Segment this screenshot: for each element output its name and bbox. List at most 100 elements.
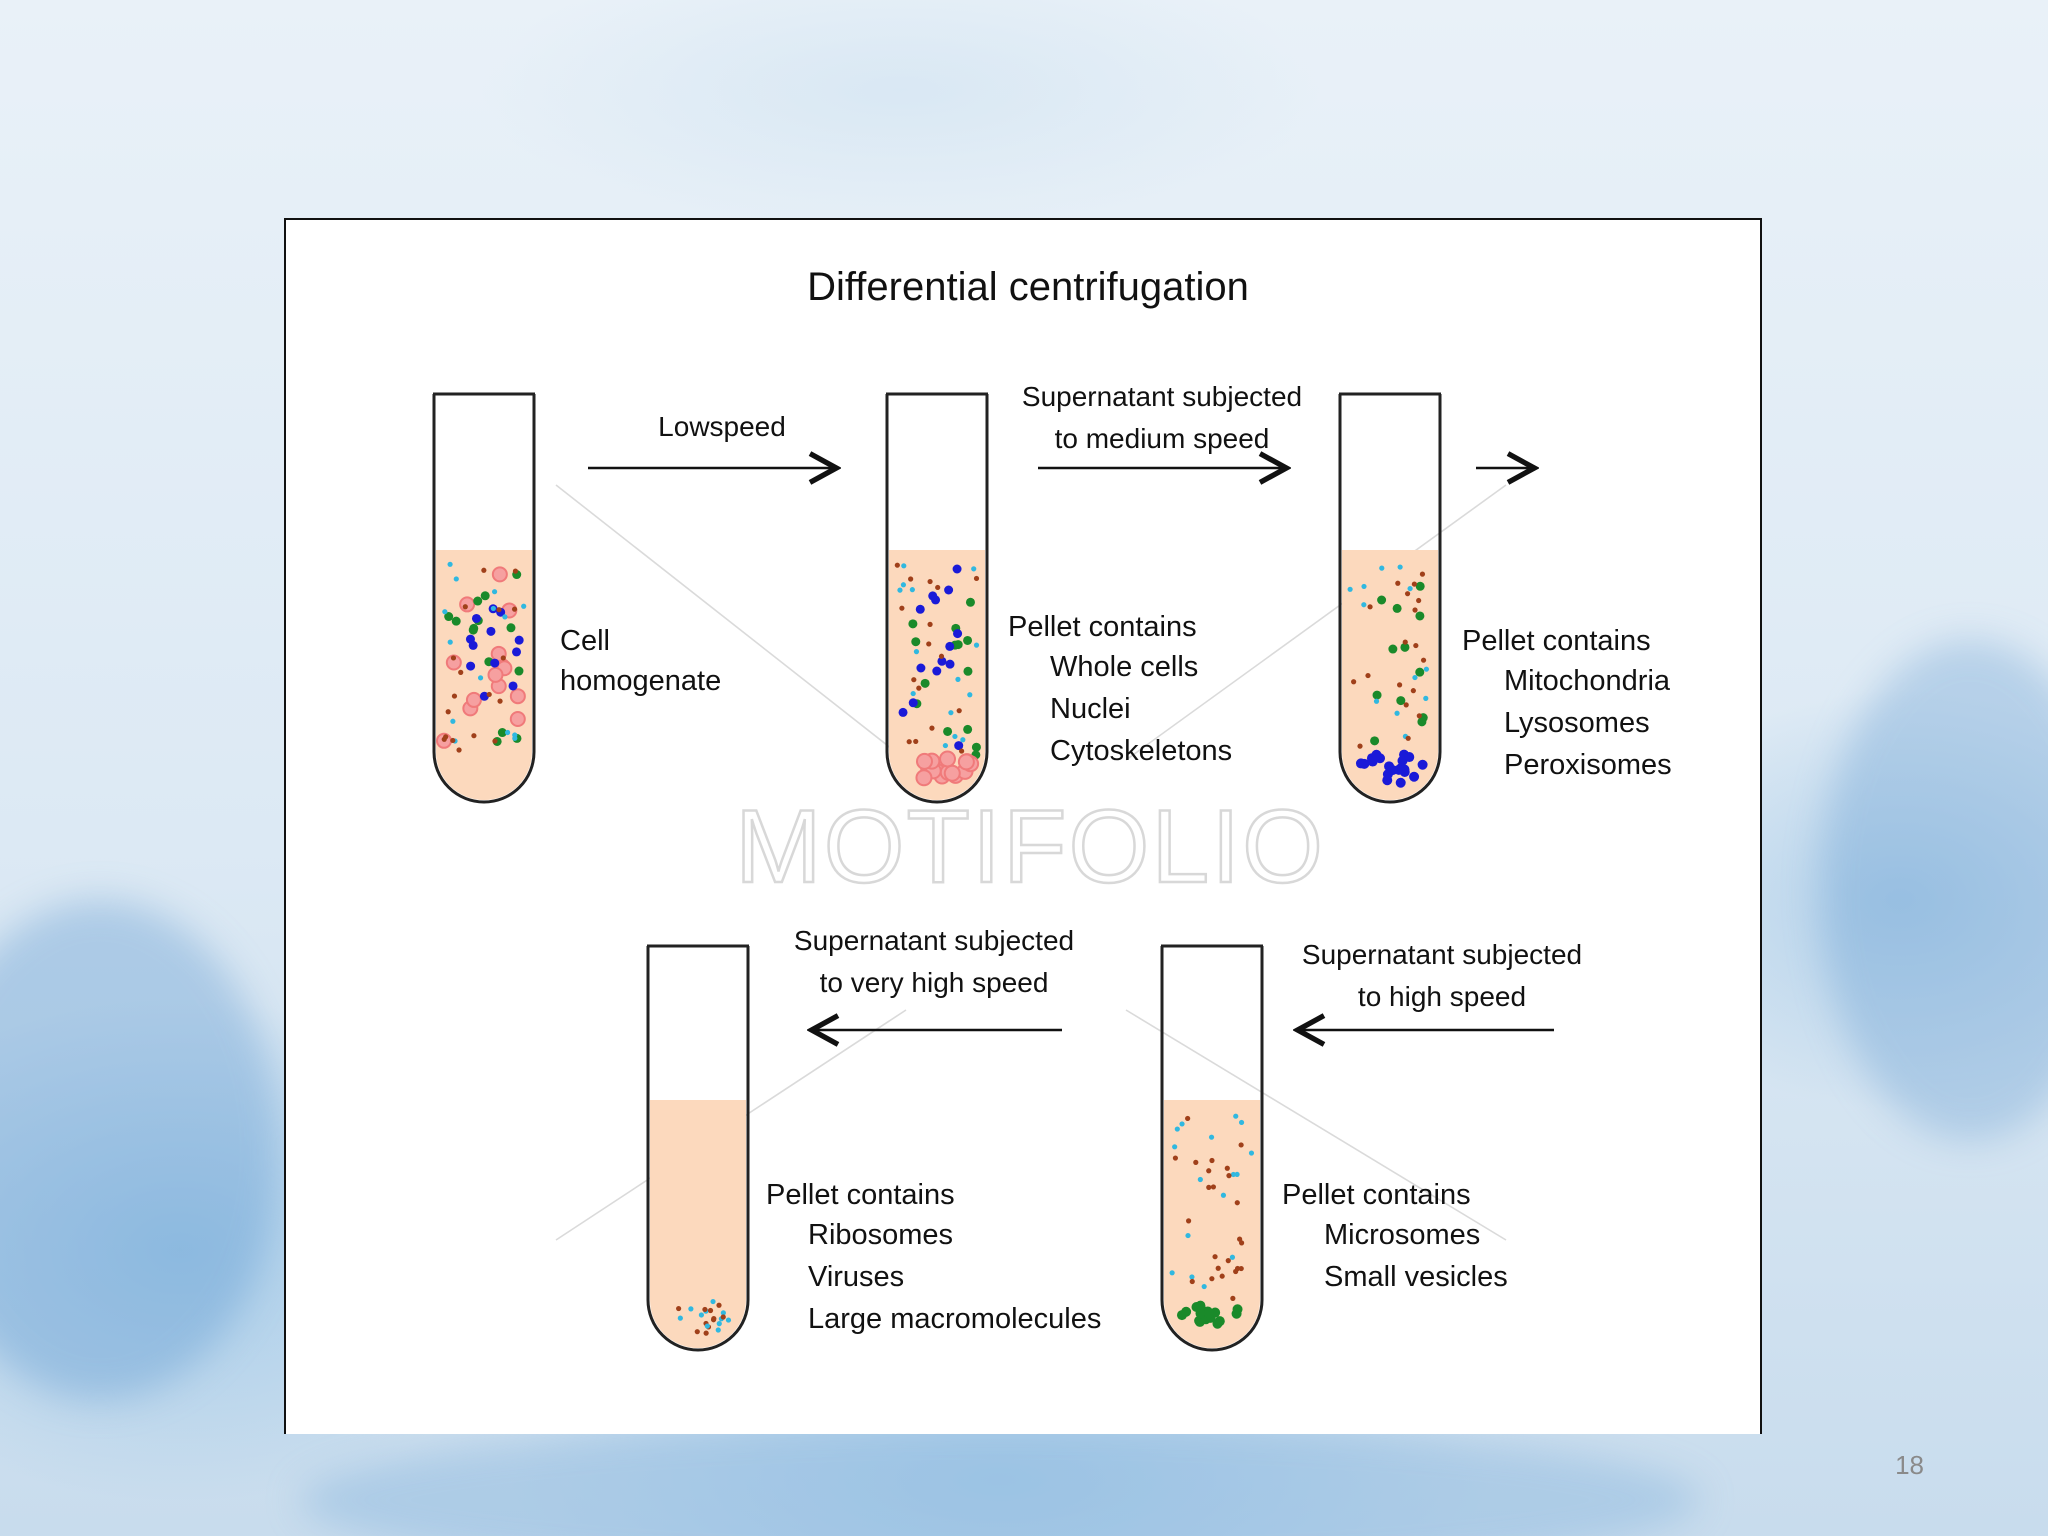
pellet-item: Microsomes — [1324, 1219, 1480, 1251]
green-particle — [1415, 667, 1425, 677]
brown-particle — [443, 734, 449, 740]
brown-particle — [1395, 580, 1401, 586]
brown-particle — [1357, 743, 1363, 749]
pellet-particle — [710, 1298, 716, 1305]
pellet-item: Peroxisomes — [1504, 749, 1672, 781]
centrifugation-diagram: MOTIFOLIO Differential centrifugation Lo… — [432, 265, 1672, 1352]
watermark: MOTIFOLIO — [735, 789, 1325, 905]
brown-particle — [1411, 581, 1417, 587]
brown-particle — [1238, 1142, 1244, 1148]
brown-particle — [1215, 1265, 1221, 1271]
pellet-particle — [704, 1323, 710, 1329]
cyan-particle — [1412, 674, 1418, 681]
brown-particle — [1224, 1165, 1230, 1171]
green-particle — [468, 625, 478, 635]
cyan-particle — [1230, 1171, 1237, 1178]
brown-particle — [1413, 642, 1419, 649]
green-particle — [497, 728, 507, 738]
pellet-item: Ribosomes — [808, 1219, 953, 1251]
test-tube — [646, 944, 750, 1352]
label-cell-homogenate: Cell homogenate — [560, 625, 721, 697]
nucleus-particle — [491, 566, 508, 583]
blue-particle — [945, 641, 955, 651]
brown-particle — [1219, 1273, 1225, 1279]
brown-particle — [1238, 1265, 1244, 1272]
green-particle — [506, 623, 516, 633]
cyan-particle — [477, 675, 484, 681]
brown-particle — [1397, 682, 1403, 688]
blue-particle — [953, 629, 963, 639]
green-particle — [963, 724, 973, 734]
brown-particle — [908, 576, 914, 582]
brown-particle — [458, 669, 464, 675]
pellet-particle — [716, 1321, 722, 1327]
pellet-particle — [1212, 1318, 1223, 1329]
cyan-particle — [1169, 1270, 1175, 1276]
cyan-particle — [942, 742, 949, 749]
pellet-item: Large macromolecules — [808, 1303, 1101, 1335]
green-particle — [1377, 595, 1387, 605]
green-particle — [1415, 611, 1425, 621]
cyan-particle — [913, 649, 920, 655]
brown-particle — [1193, 1159, 1199, 1165]
pellet-particle — [703, 1330, 709, 1336]
tube-liquid — [650, 1100, 746, 1348]
brown-particle — [1367, 604, 1373, 610]
diagram-title: Differential centrifugation — [807, 265, 1249, 309]
cyan-particle — [910, 690, 916, 697]
diagram-figure: MOTIFOLIO Differential centrifugation Lo… — [284, 218, 1762, 1434]
brown-particle — [1405, 735, 1411, 741]
pellet-item: Whole cells — [1050, 651, 1198, 683]
pellet-particle — [1204, 1308, 1215, 1319]
nucleus-particle — [509, 711, 526, 728]
brown-particle — [511, 606, 518, 612]
blue-particle — [915, 604, 925, 614]
pellet-particle — [715, 1327, 721, 1333]
step-label-line: Lowspeed — [658, 411, 786, 442]
cyan-particle — [1179, 1121, 1185, 1127]
pellet-item: Cytoskeletons — [1050, 735, 1232, 767]
blue-particle — [954, 741, 964, 751]
green-particle — [911, 637, 921, 647]
brown-particle — [927, 578, 933, 585]
cyan-particle — [1379, 565, 1385, 571]
brown-particle — [481, 567, 487, 573]
brown-particle — [496, 607, 502, 613]
brown-particle — [1233, 1268, 1239, 1275]
pellet-item: Nuclei — [1050, 693, 1131, 725]
cyan-particle — [1174, 1126, 1180, 1132]
brown-particle — [916, 685, 922, 691]
green-particle — [1415, 581, 1425, 591]
cyan-particle — [897, 587, 903, 593]
brown-particle — [1212, 1254, 1218, 1260]
cyan-particle — [504, 729, 511, 736]
brown-particle — [1416, 713, 1422, 719]
brown-particle — [1210, 1184, 1217, 1190]
green-particle — [971, 742, 981, 752]
tube-label-line: homogenate — [560, 665, 721, 697]
brown-particle — [1209, 1157, 1215, 1164]
pellet-particle — [1417, 759, 1428, 770]
pellet-particle — [1395, 777, 1406, 788]
pellet-particle — [957, 753, 975, 771]
blue-particle — [479, 691, 489, 701]
step-label-line: Supernatant subjected — [1302, 939, 1582, 970]
test-tube — [432, 392, 536, 804]
pellet-item: Small vesicles — [1324, 1261, 1508, 1293]
pellet-particle — [698, 1312, 705, 1318]
cyan-particle — [1397, 564, 1403, 570]
brown-particle — [450, 737, 456, 744]
brown-particle — [1185, 1115, 1191, 1122]
blue-particle — [514, 635, 524, 645]
brown-particle — [492, 738, 498, 744]
cyan-particle — [967, 692, 973, 698]
step-label-low: Lowspeed — [658, 411, 786, 442]
cyan-particle — [971, 566, 977, 572]
cyan-particle — [901, 563, 907, 569]
brown-particle — [1230, 1295, 1236, 1301]
tube-liquid — [1164, 1100, 1260, 1348]
blue-particle — [898, 707, 908, 717]
cyan-particle — [1407, 585, 1413, 592]
pellet-particle — [1387, 765, 1398, 776]
tube-label-line: Cell — [560, 625, 610, 657]
